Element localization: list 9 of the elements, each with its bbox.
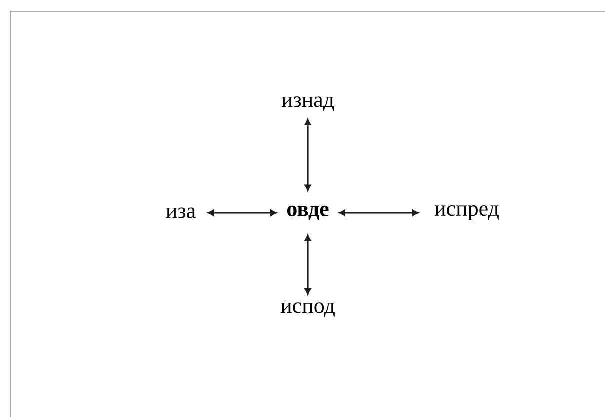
arrow: [304, 235, 312, 295]
word: испод: [280, 302, 335, 318]
word: иза: [166, 208, 196, 218]
word: испред: [434, 205, 499, 221]
arrow: [339, 210, 419, 216]
center-word: овде: [288, 206, 329, 220]
arrow: [304, 119, 312, 191]
arrow: [208, 210, 277, 216]
word: изнад: [282, 96, 334, 112]
